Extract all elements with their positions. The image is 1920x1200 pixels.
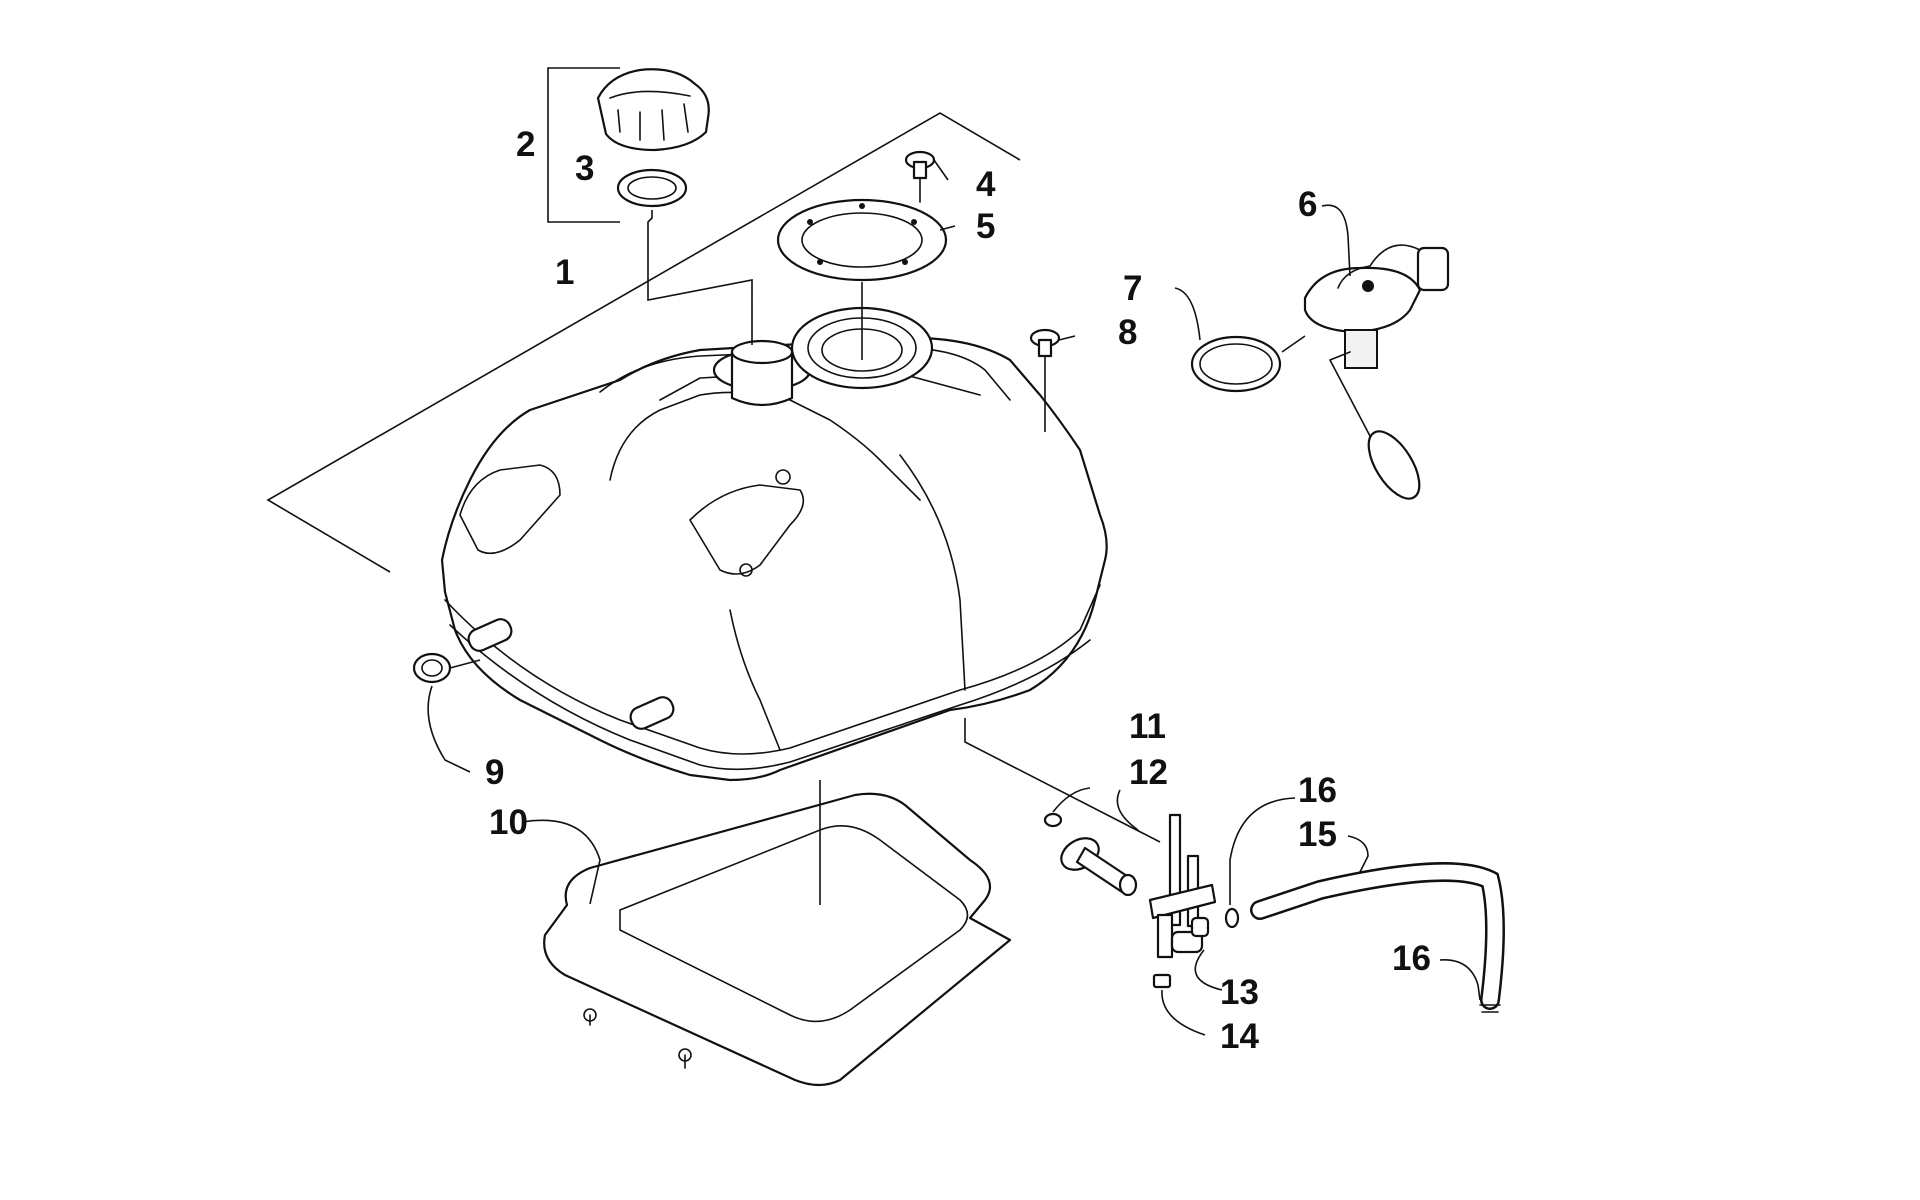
fuel-valve bbox=[1148, 813, 1217, 959]
callout-3: 3 bbox=[575, 149, 594, 188]
retainer-ring bbox=[776, 198, 948, 282]
callout-11: 11 bbox=[1129, 707, 1166, 746]
valve-assembly-leader bbox=[964, 718, 1161, 843]
callout-5: 5 bbox=[976, 207, 995, 246]
callout-1: 1 bbox=[555, 253, 574, 292]
pump-o-ring bbox=[1190, 335, 1282, 393]
callout-9: 9 bbox=[485, 753, 504, 792]
fuel-hose bbox=[1250, 862, 1505, 1010]
callout-10: 10 bbox=[489, 803, 528, 842]
callout-16a: 16 bbox=[1298, 771, 1337, 810]
callout-8: 8 bbox=[1118, 313, 1137, 352]
screw-4 bbox=[904, 150, 936, 203]
callout-13: 13 bbox=[1220, 973, 1259, 1012]
callout-14: 14 bbox=[1220, 1017, 1259, 1056]
leader-6 bbox=[1321, 204, 1351, 277]
bracket-2 bbox=[547, 67, 620, 223]
screw-8 bbox=[1029, 328, 1061, 381]
callout-12: 12 bbox=[1129, 753, 1168, 792]
fuel-tank bbox=[440, 306, 1108, 782]
fuel-valve-strainer bbox=[1060, 837, 1138, 897]
assembly-boundary-line bbox=[266, 112, 1021, 573]
hose-clamp-16b bbox=[1479, 1004, 1501, 1013]
tank-shield bbox=[543, 792, 1012, 1087]
nut-14 bbox=[1152, 973, 1172, 989]
grommet bbox=[412, 652, 452, 684]
leader-cap-to-tank bbox=[647, 210, 753, 345]
callout-6: 6 bbox=[1298, 185, 1317, 224]
callout-15: 15 bbox=[1298, 815, 1337, 854]
callout-4: 4 bbox=[976, 165, 996, 204]
screw-11 bbox=[1043, 812, 1063, 828]
callout-2: 2 bbox=[516, 125, 535, 164]
callout-16b: 16 bbox=[1392, 939, 1431, 978]
callout-7: 7 bbox=[1123, 269, 1142, 308]
fuel-cap bbox=[596, 68, 710, 152]
fuel-pump-sender bbox=[1303, 244, 1450, 500]
hose-clamp-16a bbox=[1224, 907, 1240, 929]
cap-gasket bbox=[616, 168, 688, 208]
